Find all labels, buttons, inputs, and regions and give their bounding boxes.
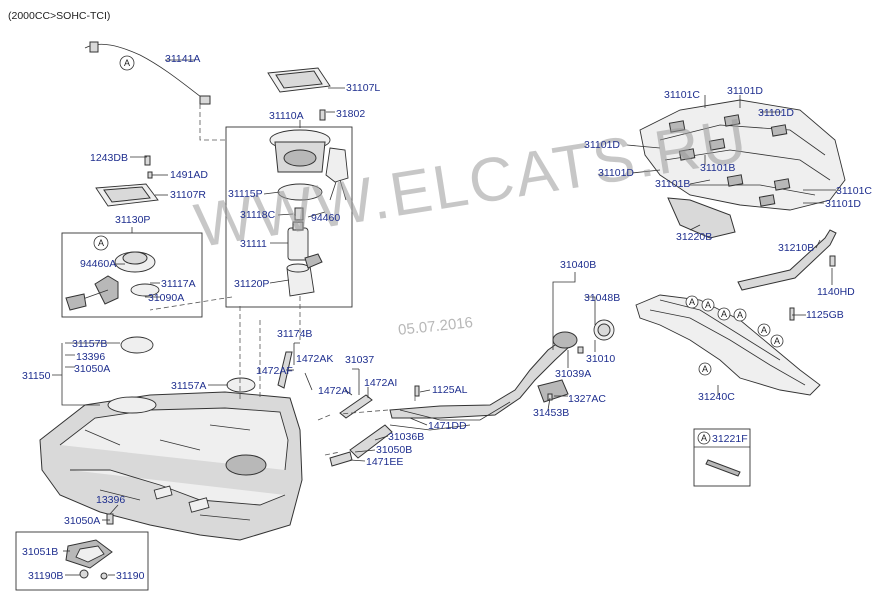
- callout-letter: A: [721, 309, 727, 319]
- part-label-31190b[interactable]: 31190B: [28, 570, 64, 582]
- part-label-31037[interactable]: 31037: [345, 354, 375, 366]
- part-label-31453b[interactable]: 31453B: [533, 407, 570, 419]
- part-label-31141a[interactable]: 31141A: [165, 53, 201, 65]
- part-label-31210b[interactable]: 31210B: [778, 242, 815, 254]
- part-label-31101c-top[interactable]: 31101C: [664, 89, 701, 101]
- part-label-31048b[interactable]: 31048B: [584, 292, 621, 304]
- part-label-31120p[interactable]: 31120P: [234, 278, 270, 290]
- tag-box-31221f: [693, 428, 751, 487]
- part-label-31802[interactable]: 31802: [336, 108, 366, 120]
- part-label-31111[interactable]: 31111: [240, 238, 267, 250]
- part-label-31110a[interactable]: 31110A: [269, 110, 304, 122]
- callout-letter: A: [702, 364, 708, 374]
- part-label-1327ac[interactable]: 1327AC: [568, 393, 606, 405]
- part-label-31101b-lower[interactable]: 31101B: [655, 178, 691, 190]
- part-label-31221f[interactable]: 31221F: [712, 433, 748, 445]
- part-label-94460[interactable]: 94460: [311, 212, 341, 224]
- part-label-31174b[interactable]: 31174B: [277, 328, 313, 340]
- part-label-31240c[interactable]: 31240C: [698, 391, 735, 403]
- part-label-31107r[interactable]: 31107R: [170, 189, 207, 201]
- part-label-1125gb[interactable]: 1125GB: [806, 309, 844, 321]
- part-label-1140hd[interactable]: 1140HD: [817, 286, 855, 298]
- part-label-31010[interactable]: 31010: [586, 353, 616, 365]
- part-label-1472ak[interactable]: 1472AK: [296, 353, 334, 365]
- part-label-1243db[interactable]: 1243DB: [90, 152, 128, 164]
- part-label-1471ee[interactable]: 1471EE: [366, 456, 404, 468]
- part-label-31040b[interactable]: 31040B: [560, 259, 597, 271]
- part-label-31220b[interactable]: 31220B: [676, 231, 713, 243]
- part-label-31051b[interactable]: 31051B: [22, 546, 59, 558]
- callout-letter: A: [124, 58, 130, 68]
- part-label-31118c[interactable]: 31118C: [240, 209, 276, 221]
- callout-letter: A: [705, 300, 711, 310]
- part-label-13396-lower[interactable]: 13396: [96, 494, 126, 506]
- part-label-31036b[interactable]: 31036B: [388, 431, 425, 443]
- fuel-pump-box: [225, 126, 353, 308]
- fuel-tank: [39, 391, 303, 541]
- part-label-31101d-left[interactable]: 31101D: [584, 139, 621, 151]
- part-label-31101d-right[interactable]: 31101D: [758, 107, 795, 119]
- part-label-1472ai-left[interactable]: 1472AI: [318, 385, 352, 397]
- callout-circles: [93, 55, 784, 445]
- part-label-1472af[interactable]: 1472AF: [256, 365, 293, 377]
- part-label-1491ad[interactable]: 1491AD: [170, 169, 208, 181]
- part-label-1125al[interactable]: 1125AL: [432, 384, 468, 396]
- part-label-31050b[interactable]: 31050B: [376, 444, 413, 456]
- part-label-31107l[interactable]: 31107L: [346, 82, 381, 94]
- callout-letter: A: [774, 336, 780, 346]
- part-label-31117a[interactable]: 31117A: [161, 278, 196, 290]
- part-label-31157b[interactable]: 31157B: [72, 338, 108, 350]
- part-label-31090a[interactable]: 31090A: [148, 292, 185, 304]
- bracket-detail-box: [15, 531, 149, 591]
- part-label-1472ai-right[interactable]: 1472AI: [364, 377, 398, 389]
- part-label-31150[interactable]: 31150: [22, 370, 51, 382]
- callout-letter: A: [761, 325, 767, 335]
- part-label-31157a[interactable]: 31157A: [171, 380, 207, 392]
- callout-letter: A: [98, 238, 104, 248]
- part-label-94460a[interactable]: 94460A: [80, 258, 117, 270]
- part-label-31101b-upper[interactable]: 31101B: [700, 162, 736, 174]
- part-label-13396-upper[interactable]: 13396: [76, 351, 106, 363]
- callout-letters: A A A A A A A A A A: [98, 58, 780, 443]
- part-label-31101d-lower-right[interactable]: 31101D: [825, 198, 862, 210]
- part-label-31050a-upper[interactable]: 31050A: [74, 363, 111, 375]
- part-label-31115p[interactable]: 31115P: [228, 188, 263, 200]
- part-label-31101d-top[interactable]: 31101D: [727, 85, 764, 97]
- part-label-31101d-lower-left[interactable]: 31101D: [598, 167, 635, 179]
- part-label-31130p[interactable]: 31130P: [115, 214, 151, 226]
- part-label-31050a-lower[interactable]: 31050A: [64, 515, 101, 527]
- engine-variant-header: (2000CC>SOHC-TCI): [8, 10, 111, 22]
- part-label-31190[interactable]: 31190: [116, 570, 145, 582]
- part-label-31039a[interactable]: 31039A: [555, 368, 592, 380]
- part-label-31101c-right[interactable]: 31101C: [836, 185, 873, 197]
- callout-letter: A: [689, 297, 695, 307]
- callout-letter: A: [701, 433, 707, 443]
- callout-letter: A: [737, 310, 743, 320]
- part-label-1471dd[interactable]: 1471DD: [428, 420, 467, 432]
